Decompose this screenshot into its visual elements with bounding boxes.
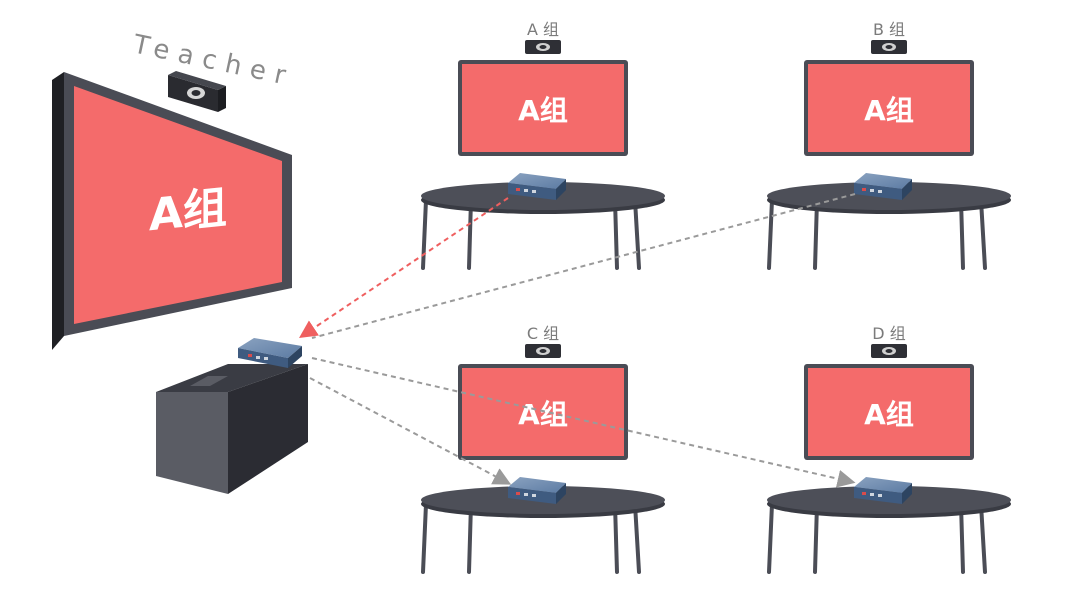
group-a-unit: A 组 A组 — [421, 20, 665, 270]
group-d-label: D 组 — [872, 324, 905, 343]
groups-layer: A 组 A组 B 组 A组 C 组A组 D 组 A组 — [421, 20, 1011, 574]
group-c-device-icon — [508, 477, 566, 504]
group-c-label: C 组 — [527, 324, 559, 343]
arrow-group-a-to-teacher — [299, 197, 509, 339]
group-b-label: B 组 — [873, 20, 905, 39]
arrow-teacher-to-group-d — [311, 357, 856, 488]
arrow-teacher-to-group-c — [309, 377, 512, 485]
group-b-camera-icon — [871, 40, 907, 54]
teacher-camera-icon — [168, 71, 226, 112]
teacher-podium — [156, 364, 308, 494]
group-d-camera-icon — [871, 344, 907, 358]
group-d-display: A组 — [804, 364, 974, 460]
group-a-screen-text: A组 — [518, 94, 568, 127]
teacher-device-icon — [238, 338, 302, 368]
group-b-table — [767, 182, 1011, 270]
group-d-unit: D 组 A组 — [767, 324, 1011, 574]
line-group-b-to-teacher — [311, 193, 856, 339]
group-b-unit: B 组 A组 — [767, 20, 1011, 270]
group-b-screen-text: A组 — [864, 94, 914, 127]
group-a-camera-icon — [525, 40, 561, 54]
group-b-device-icon — [854, 173, 912, 200]
teacher-display: A组 — [52, 72, 292, 350]
group-d-device-icon — [854, 477, 912, 504]
group-c-camera-icon — [525, 344, 561, 358]
teacher-area: Teacher A组 — [52, 29, 308, 494]
group-b-display: A组 — [804, 60, 974, 156]
group-c-unit: C 组A组 — [421, 324, 665, 574]
teacher-screen-text: A组 — [149, 182, 227, 241]
group-a-display: A组 — [458, 60, 628, 156]
group-a-label: A 组 — [527, 20, 559, 39]
group-a-device-icon — [508, 173, 566, 200]
connection-arrows — [299, 193, 856, 488]
group-d-screen-text: A组 — [864, 398, 914, 431]
